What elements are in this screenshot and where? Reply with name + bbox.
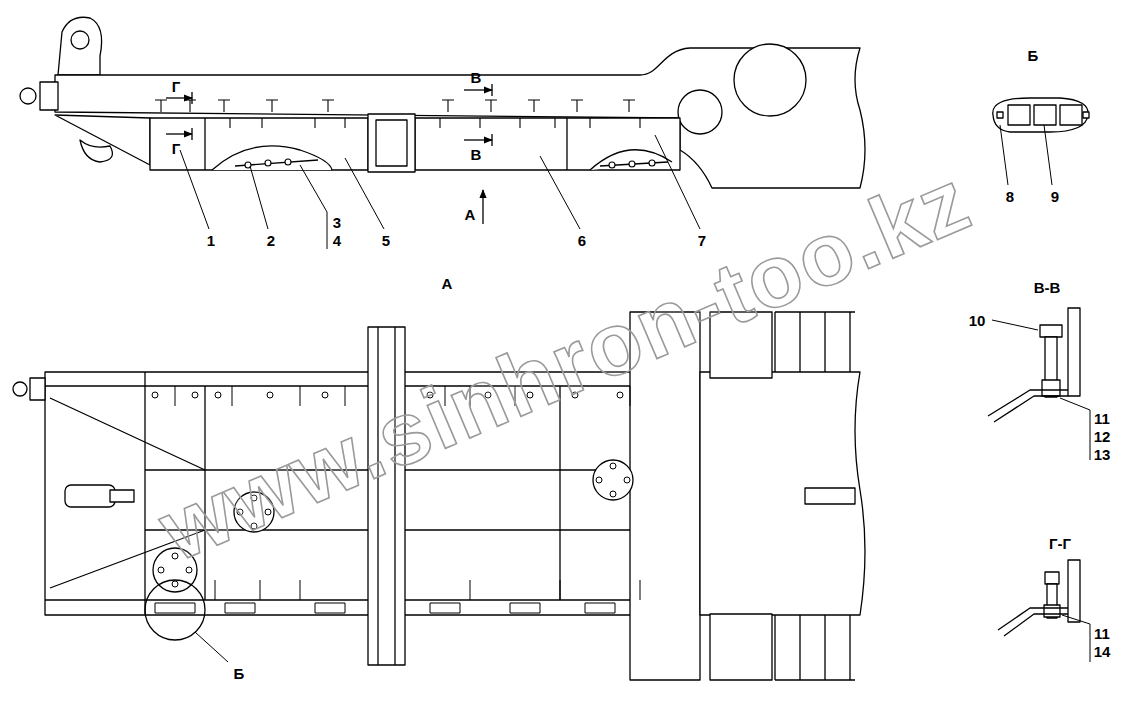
view-letter: А (465, 207, 476, 222)
detail-letter: Б (234, 666, 245, 681)
callout-number: 7 (698, 233, 706, 248)
section-letter: Г (172, 141, 181, 156)
callout-number: 12 (1094, 429, 1111, 444)
callout-number: 11 (1094, 626, 1110, 641)
callout-number: 5 (382, 233, 390, 248)
section-letter: В (471, 70, 482, 85)
callout-number: 4 (333, 233, 341, 248)
callout-number: 3 (333, 215, 341, 230)
view-title: А (442, 276, 453, 291)
callout-number: 13 (1094, 447, 1111, 462)
callout-number: 1 (207, 233, 215, 248)
section-letter: В (471, 147, 482, 162)
callout-number: 8 (1006, 189, 1014, 204)
section-letter: Г (172, 79, 181, 94)
callout-number: 11 (1094, 411, 1110, 426)
watermark: www.sinhron-too.kz (148, 155, 982, 575)
section-title: Г-Г (1049, 536, 1071, 551)
callout-number: 14 (1094, 644, 1111, 659)
callout-number: 9 (1051, 189, 1059, 204)
callout-number: 2 (267, 233, 275, 248)
section-title: Б (1028, 48, 1039, 63)
section-title: В-В (1034, 280, 1061, 295)
callout-number: 6 (578, 233, 586, 248)
callout-number: 10 (969, 313, 986, 328)
